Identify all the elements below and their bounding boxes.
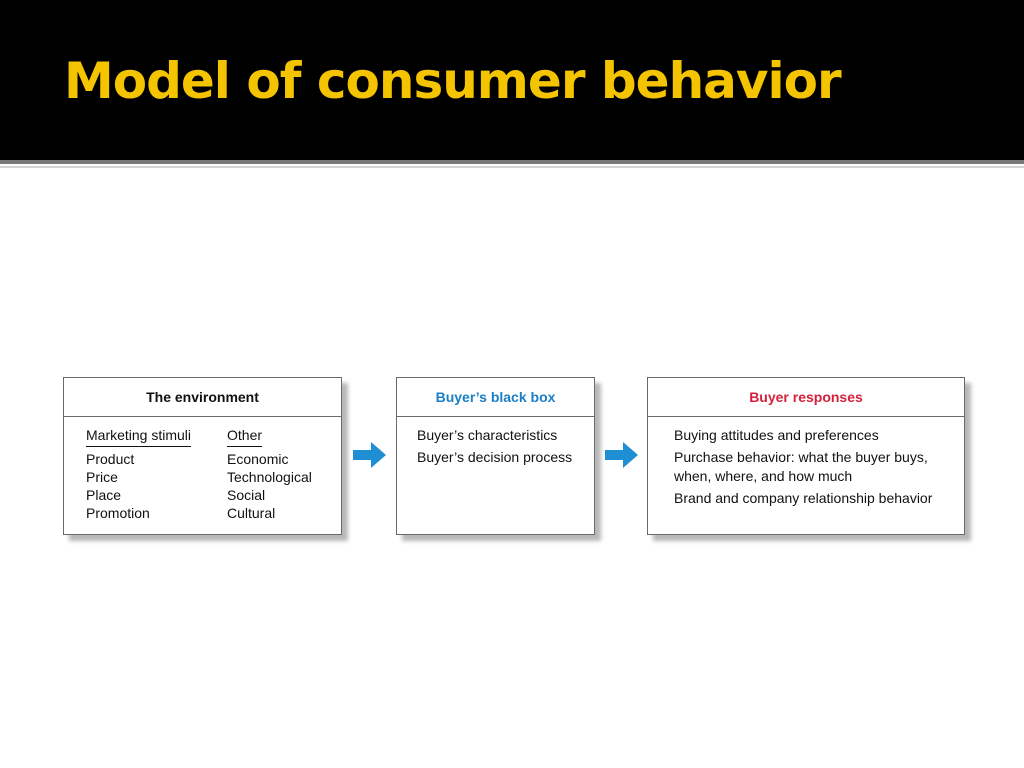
arrow-right-icon — [353, 442, 386, 468]
marketing-stimulus-item: Place — [86, 487, 122, 503]
buyer-response-item: Buying attitudes and preferences — [674, 427, 879, 443]
other-stimulus-item: Cultural — [227, 505, 276, 521]
slide-title: Model of consumer behavior — [64, 52, 842, 110]
environment-box: The environment Marketing stimuli Produc… — [63, 377, 342, 535]
black-box: Buyer’s black box Buyer’s characteristic… — [396, 377, 595, 535]
other-stimulus-item: Social — [227, 487, 266, 503]
black-box-header: Buyer’s black box — [397, 378, 594, 417]
other-stimuli-heading: Other — [227, 427, 263, 447]
black-box-item: Buyer’s characteristics — [417, 427, 558, 443]
marketing-stimulus-item: Promotion — [86, 505, 150, 521]
buyer-responses-body: Buying attitudes and preferences Purchas… — [648, 417, 964, 508]
buyer-response-item: Purchase behavior: what the buyer buys, … — [674, 449, 928, 484]
marketing-stimuli-heading: Marketing stimuli — [86, 427, 192, 447]
buyer-responses-header: Buyer responses — [648, 378, 964, 417]
title-divider-light — [0, 166, 1024, 168]
buyer-response-item: Brand and company relationship behavior — [674, 490, 933, 506]
other-stimulus-item: Economic — [227, 451, 289, 467]
marketing-stimuli-column: Marketing stimuli Product Price Place Pr… — [86, 427, 192, 522]
title-divider — [0, 160, 1024, 164]
environment-header: The environment — [64, 378, 341, 417]
other-stimuli-column: Other Economic Technological Social Cult… — [227, 427, 312, 522]
title-bar: Model of consumer behavior — [0, 0, 1024, 160]
black-box-body: Buyer’s characteristics Buyer’s decision… — [397, 417, 594, 467]
buyer-responses-box: Buyer responses Buying attitudes and pre… — [647, 377, 965, 535]
other-stimulus-item: Technological — [227, 469, 312, 485]
marketing-stimulus-item: Price — [86, 469, 118, 485]
marketing-stimulus-item: Product — [86, 451, 135, 467]
black-box-item: Buyer’s decision process — [417, 449, 573, 465]
arrow-right-icon — [605, 442, 638, 468]
